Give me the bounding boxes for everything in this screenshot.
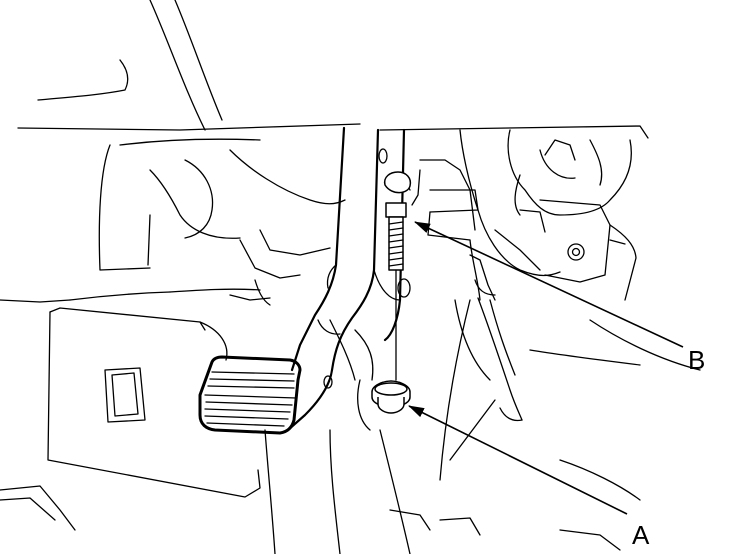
callout-label-a: A: [632, 520, 650, 550]
switch-bolt-b: [383, 171, 412, 381]
callout-leaders: [408, 221, 684, 515]
leader-line-b: [414, 221, 684, 348]
pedal-bracket-mechanism: [403, 129, 637, 422]
callout-label-b: B: [688, 345, 705, 375]
floor-lines: [264, 299, 701, 554]
lower-dash-panel: [0, 307, 261, 531]
grommet-a: [371, 380, 411, 414]
pedal-arm: [286, 126, 411, 432]
pedal-pad: [198, 355, 302, 435]
dashboard-structure: [0, 0, 649, 306]
leader-line-a: [408, 405, 628, 515]
